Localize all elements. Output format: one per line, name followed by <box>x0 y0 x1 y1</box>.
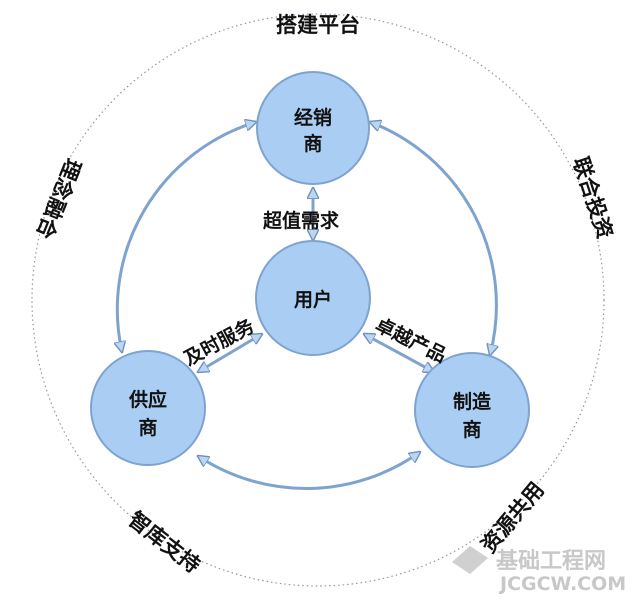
watermark-logo: 基础工程网 JCGCW.COM <box>452 546 626 595</box>
arc-arrow-dealer-supplier <box>117 122 256 352</box>
node-supplier: 供应 商 <box>90 350 206 466</box>
arrow-supplier-user <box>198 334 262 372</box>
node-supplier-label-1: 供应 <box>128 388 167 411</box>
ring-label-top: 搭建平台 <box>276 13 360 37</box>
node-dealer-label-1: 经销 <box>294 106 332 129</box>
node-manufacturer: 制造 商 <box>414 352 530 468</box>
node-user-label: 用户 <box>294 288 332 311</box>
watermark-cn: 基础工程网 <box>496 549 606 574</box>
arrow-manufacturer-user <box>364 334 434 372</box>
ring-label-bottom-right: 资源共用 <box>476 478 548 558</box>
node-manufacturer-label-2: 商 <box>462 418 481 441</box>
watermark-en: JCGCW.COM <box>498 573 626 595</box>
outer-dotted-ring <box>31 13 605 587</box>
node-dealer-label-2: 商 <box>303 132 322 155</box>
node-manufacturer-label-1: 制造 <box>453 390 492 413</box>
ring-label-bottom-left: 智库支持 <box>124 507 205 578</box>
relation-label-dealer-user: 超值需求 <box>262 209 340 232</box>
arc-arrow-dealer-manufacturer <box>370 122 496 355</box>
ring-label-left: 理念融合 <box>31 155 85 243</box>
arc-arrow-supplier-manufacturer <box>198 452 420 490</box>
node-user: 用户 <box>255 240 371 356</box>
ring-label-right: 联合投资 <box>568 154 617 241</box>
node-supplier-label-2: 商 <box>138 416 157 439</box>
watermark-icon <box>452 546 488 574</box>
node-dealer: 经销 商 <box>256 71 370 185</box>
